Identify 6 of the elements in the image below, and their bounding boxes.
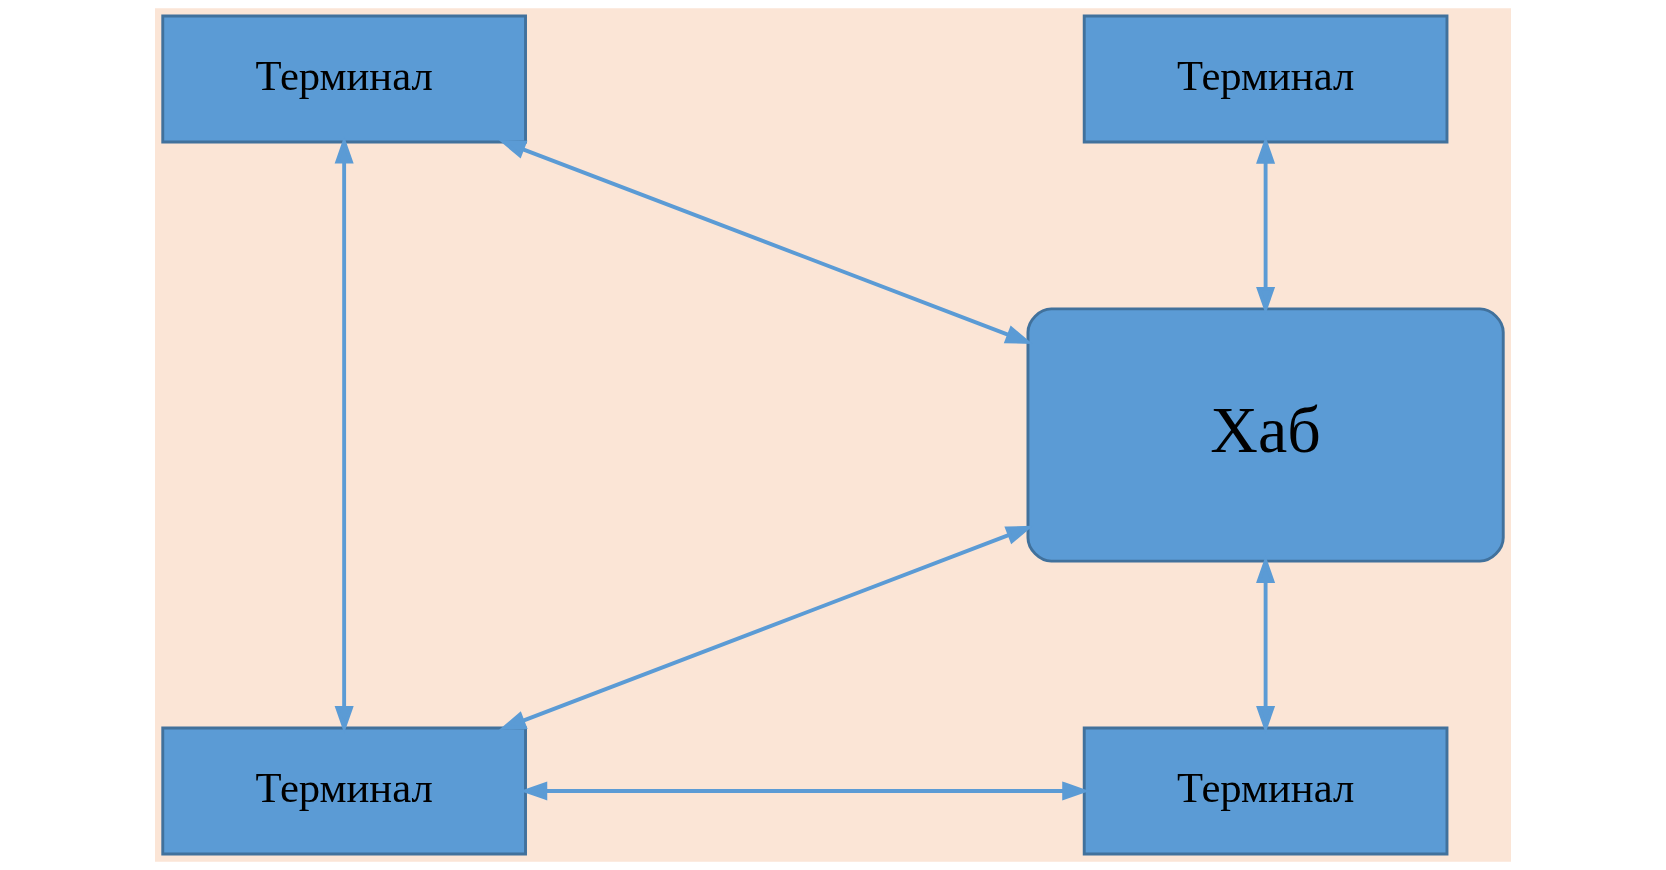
node-box: Терминал (161, 726, 527, 856)
arrow (498, 140, 1033, 345)
node-box: Терминал (1082, 14, 1449, 144)
node-box: Хаб (1026, 307, 1505, 563)
node-box: Терминал (1082, 726, 1449, 856)
node-box: Терминал (161, 14, 527, 144)
